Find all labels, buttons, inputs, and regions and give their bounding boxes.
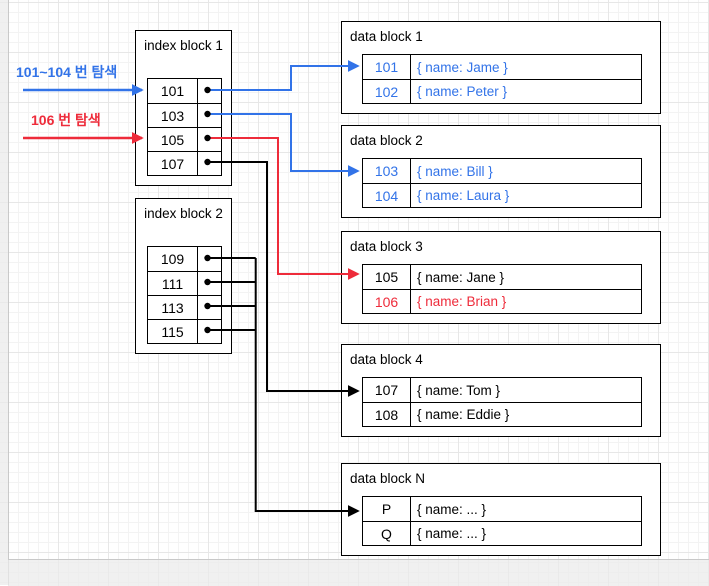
data-row: 105 { name: Jane } — [363, 265, 641, 289]
index-entry: 115 — [148, 319, 221, 343]
record-key: 107 — [374, 382, 399, 398]
index-pointer-cell — [197, 247, 221, 271]
data-block-1-title: data block 1 — [350, 29, 423, 44]
record-key: 104 — [374, 187, 399, 204]
offpage-margin-bottom — [8, 559, 709, 586]
index-pointer-cell — [197, 272, 221, 295]
data-block-4-title: data block 4 — [350, 352, 423, 367]
record-value: { name: ... } — [410, 522, 641, 545]
record-value: { name: Laura } — [410, 184, 641, 207]
index-pointer-cell — [197, 128, 221, 151]
index-block-1-title: index block 1 — [144, 38, 223, 53]
data-row: Q { name: ... } — [363, 521, 641, 545]
index-pointer-cell — [197, 320, 221, 343]
data-block-1: data block 1 101 { name: Jame } 102 { na… — [341, 21, 661, 114]
data-row: 108 { name: Eddie } — [363, 402, 641, 426]
record-value: { name: Peter } — [410, 80, 641, 103]
index-pointer-cell — [197, 104, 221, 127]
record-value: { name: Bill } — [410, 159, 641, 183]
data-row: 101 { name: Jame } — [363, 55, 641, 79]
index-entry: 113 — [148, 295, 221, 319]
data-block-4-table: 107 { name: Tom } 108 { name: Eddie } — [362, 377, 642, 427]
data-block-n: data block N P { name: ... } Q { name: .… — [341, 463, 661, 556]
index-key: 113 — [161, 299, 184, 316]
index-entry: 111 — [148, 271, 221, 295]
index-block-2: index block 2 109 111 113 115 — [135, 198, 232, 354]
record-value: { name: Tom } — [410, 378, 641, 402]
record-value: { name: Brian } — [410, 290, 641, 313]
index-entry: 107 — [148, 151, 221, 175]
index-pointer-cell — [197, 296, 221, 319]
index-key: 111 — [161, 275, 184, 292]
record-key: 108 — [374, 406, 399, 423]
record-value: { name: Jame } — [410, 55, 641, 79]
index-block-2-table: 109 111 113 115 — [147, 246, 222, 344]
data-row: 106 { name: Brian } — [363, 289, 641, 313]
data-block-2-title: data block 2 — [350, 133, 423, 148]
record-key: Q — [381, 525, 392, 542]
search-range-label: 101~104 번 탐색 — [16, 64, 118, 80]
record-value: { name: Jane } — [410, 265, 641, 289]
record-value: { name: ... } — [410, 497, 641, 521]
index-entry: 101 — [148, 79, 221, 103]
data-row: 104 { name: Laura } — [363, 183, 641, 207]
index-block-2-title: index block 2 — [144, 206, 223, 221]
offpage-margin-left — [0, 0, 9, 585]
data-row: 102 { name: Peter } — [363, 79, 641, 103]
index-key: 115 — [161, 323, 184, 340]
index-entry: 105 — [148, 127, 221, 151]
index-key: 101 — [160, 83, 185, 99]
index-pointer-cell — [197, 79, 221, 103]
data-block-4: data block 4 107 { name: Tom } 108 { nam… — [341, 344, 661, 437]
data-block-1-table: 101 { name: Jame } 102 { name: Peter } — [362, 54, 642, 104]
record-key: P — [381, 501, 392, 517]
record-value: { name: Eddie } — [410, 403, 641, 426]
record-key: 103 — [374, 163, 399, 179]
data-block-2: data block 2 103 { name: Bill } 104 { na… — [341, 125, 661, 218]
index-key: 107 — [160, 155, 185, 172]
index-block-1: index block 1 101 103 105 107 — [135, 30, 232, 186]
data-row: P { name: ... } — [363, 497, 641, 521]
data-row: 107 { name: Tom } — [363, 378, 641, 402]
index-key: 103 — [160, 107, 185, 124]
data-block-3-table: 105 { name: Jane } 106 { name: Brian } — [362, 264, 642, 314]
index-entry: 109 — [148, 247, 221, 271]
record-key: 105 — [374, 269, 399, 285]
record-key: 102 — [374, 83, 399, 100]
record-key: 106 — [374, 293, 399, 310]
index-entry: 103 — [148, 103, 221, 127]
index-pointer-cell — [197, 152, 221, 175]
data-row: 103 { name: Bill } — [363, 159, 641, 183]
index-key: 109 — [160, 251, 185, 267]
record-key: 101 — [374, 59, 399, 75]
data-block-3: data block 3 105 { name: Jane } 106 { na… — [341, 231, 661, 324]
data-block-3-title: data block 3 — [350, 239, 423, 254]
data-block-n-title: data block N — [350, 471, 426, 486]
search-key-label: 106 번 탐색 — [31, 112, 101, 128]
index-key: 105 — [160, 131, 185, 148]
index-block-1-table: 101 103 105 107 — [147, 78, 222, 176]
data-block-2-table: 103 { name: Bill } 104 { name: Laura } — [362, 158, 642, 208]
data-block-n-table: P { name: ... } Q { name: ... } — [362, 496, 642, 546]
